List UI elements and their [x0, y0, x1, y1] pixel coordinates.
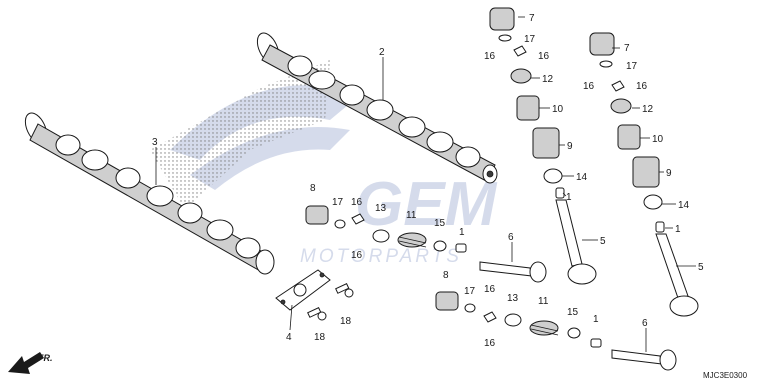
part-label: 10	[652, 134, 664, 145]
part-label: 5	[600, 236, 606, 247]
leader-lines	[155, 16, 696, 352]
part-label: 16	[351, 250, 363, 261]
part-label: 14	[576, 172, 588, 183]
part-label: 16	[484, 338, 496, 349]
bolt-18-upper	[335, 282, 354, 298]
watermark-wing-shape-2	[190, 127, 350, 190]
part-label: 11	[538, 296, 549, 307]
part-label: 17	[524, 34, 536, 45]
front-direction-label: FR.	[38, 353, 53, 363]
part-label: 15	[434, 218, 446, 229]
part-label: 18	[340, 316, 352, 327]
part-label: 1	[593, 314, 599, 325]
diagram-code: MJC3E0300	[703, 371, 748, 380]
part-label: 16	[636, 81, 648, 92]
part-label: 6	[642, 318, 648, 329]
part-label: 14	[678, 200, 690, 211]
valve-stack-b	[589, 32, 699, 317]
part-label: 16	[351, 197, 363, 208]
valve-6a	[479, 261, 533, 277]
part-label: 1	[459, 227, 465, 238]
part-labels: 2 3 4 7 17 16 16 12 10 9 14 1 5 7 17 16 …	[152, 13, 704, 349]
bolt-18-lower	[307, 306, 327, 321]
part-label: 15	[567, 307, 579, 318]
front-arrow-icon	[8, 352, 44, 374]
valve-stack-a	[489, 7, 597, 285]
part-label: 3	[152, 137, 158, 148]
part-label: 17	[464, 286, 476, 297]
front-direction-indicator: FR.	[8, 352, 53, 374]
part-label: 16	[583, 81, 595, 92]
cam-bracket	[275, 269, 331, 311]
part-label: 16	[484, 284, 496, 295]
tappet-7a	[489, 7, 515, 31]
part-label: 8	[310, 183, 316, 194]
part-label: 17	[626, 61, 638, 72]
part-label: 6	[508, 232, 514, 243]
part-label: 9	[567, 141, 573, 152]
part-label: 4	[286, 332, 292, 343]
part-label: 8	[443, 270, 449, 281]
watermark-sub: MOTORPARTS	[300, 246, 462, 267]
dotted-shading	[150, 60, 330, 210]
part-label: 1	[566, 192, 572, 203]
part-label: 11	[406, 210, 417, 221]
watermark-brand: GEM	[355, 170, 498, 239]
part-label: 17	[332, 197, 344, 208]
part-label: 7	[624, 43, 630, 54]
part-label: 13	[507, 293, 519, 304]
camshaft-upper	[256, 32, 498, 184]
camshaft-lower	[24, 112, 275, 275]
tappet-8b	[435, 291, 459, 311]
part-label: 12	[542, 74, 554, 85]
part-label: 5	[698, 262, 704, 273]
valve-6b	[611, 349, 663, 365]
tappet-7b	[589, 32, 615, 56]
part-label: 16	[538, 51, 550, 62]
part-label: 18	[314, 332, 326, 343]
tappet-8a	[305, 205, 329, 225]
part-label: 7	[529, 13, 535, 24]
part-label: 12	[642, 104, 654, 115]
part-label: 9	[666, 168, 672, 179]
part-label: 2	[379, 47, 385, 58]
part-label: 1	[675, 224, 681, 235]
valve-group-center-lower	[435, 291, 677, 371]
valve-group-center-upper	[305, 205, 547, 283]
part-label: 10	[552, 104, 564, 115]
part-label: 13	[375, 203, 387, 214]
part-label: 16	[484, 51, 496, 62]
